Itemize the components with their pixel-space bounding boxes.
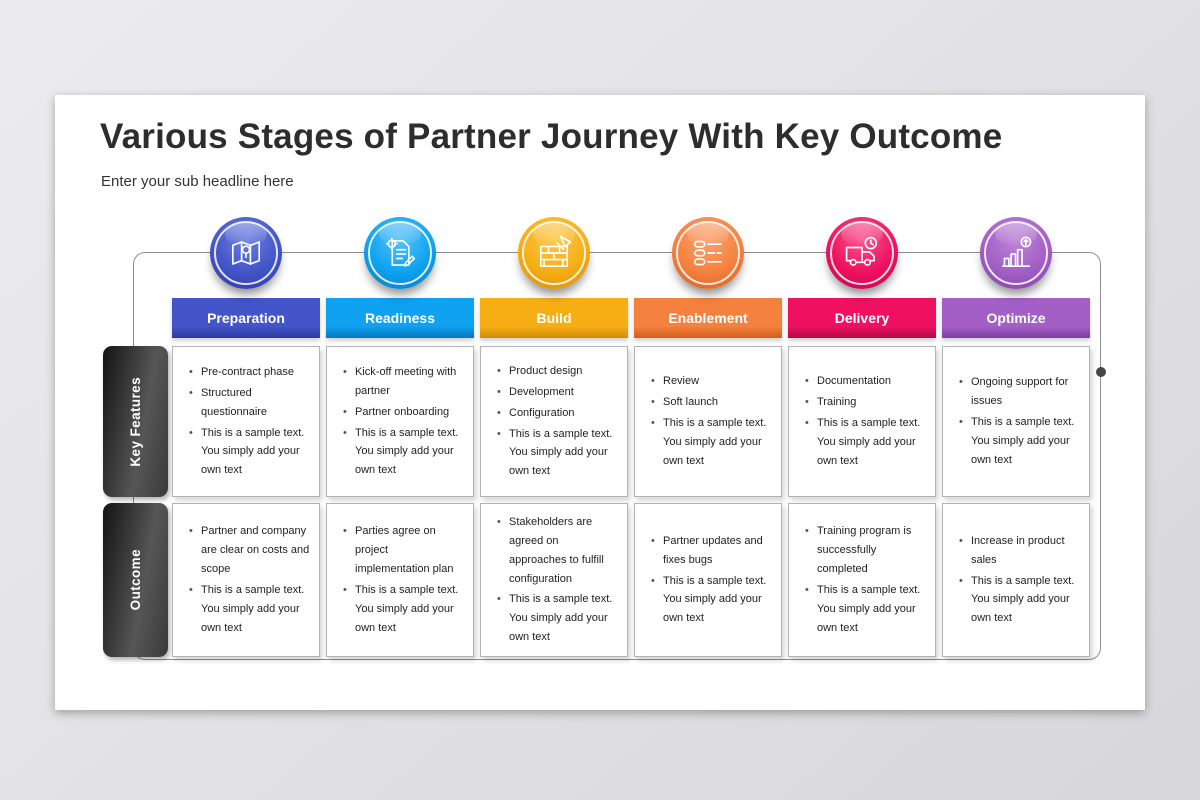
- sliders-list-icon: [686, 231, 730, 275]
- stage-features-cell: Kick-off meeting with partnerPartner onb…: [326, 346, 474, 497]
- stage-features-cell: ReviewSoft launchThis is a sample text. …: [634, 346, 782, 497]
- stage-icon-badge: [672, 217, 744, 289]
- outcome-item: Partner updates and fixes bugs: [651, 532, 773, 570]
- slide-canvas: Various Stages of Partner Journey With K…: [55, 95, 1145, 710]
- outcome-item: Parties agree on project implementation …: [343, 522, 465, 579]
- slide-title: Various Stages of Partner Journey With K…: [100, 117, 1003, 156]
- stage-outcome-cell: Stakeholders are agreed on approaches to…: [480, 503, 628, 657]
- feature-item: This is a sample text. You simply add yo…: [497, 425, 619, 482]
- feature-item: Product design: [497, 362, 619, 381]
- stage-header-label: Preparation: [207, 310, 285, 326]
- outcome-item: Training program is successfully complet…: [805, 522, 927, 579]
- stage-icon-badge: [210, 217, 282, 289]
- stage-outcome-cell: Partner updates and fixes bugsThis is a …: [634, 503, 782, 657]
- stage-header: Preparation: [172, 298, 320, 338]
- feature-item: This is a sample text. You simply add yo…: [651, 414, 773, 471]
- row-tab-key-features: Key Features: [103, 346, 168, 497]
- row-tab-key-features-label: Key Features: [128, 376, 143, 467]
- outcome-item: This is a sample text. You simply add yo…: [189, 581, 311, 638]
- stage-column: Delivery DocumentationTrainingThis is a …: [788, 217, 936, 657]
- stage-column: Preparation Pre-contract phaseStructured…: [172, 217, 320, 657]
- feature-item: Training: [805, 393, 927, 412]
- stage-column: Enablement ReviewSoft launchThis is a sa…: [634, 217, 782, 657]
- feature-item: Partner onboarding: [343, 403, 465, 422]
- row-tab-outcome: Outcome: [103, 503, 168, 657]
- stage-grid: Preparation Pre-contract phaseStructured…: [172, 217, 1090, 657]
- stage-outcome-cell: Increase in product salesThis is a sampl…: [942, 503, 1090, 657]
- map-pin-icon: [224, 231, 268, 275]
- stage-column: Optimize Ongoing support for issuesThis …: [942, 217, 1090, 657]
- stage-header-label: Enablement: [668, 310, 748, 326]
- stage-features-cell: Ongoing support for issuesThis is a samp…: [942, 346, 1090, 497]
- stage-outcome-cell: Partner and company are clear on costs a…: [172, 503, 320, 657]
- feature-item: This is a sample text. You simply add yo…: [959, 413, 1081, 470]
- stage-icon-badge: [826, 217, 898, 289]
- stage-icon-badge: [364, 217, 436, 289]
- outcome-item: This is a sample text. You simply add yo…: [343, 581, 465, 638]
- stage-outcome-cell: Parties agree on project implementation …: [326, 503, 474, 657]
- stage-header-label: Delivery: [834, 310, 890, 326]
- feature-item: Ongoing support for issues: [959, 373, 1081, 411]
- stage-header: Delivery: [788, 298, 936, 338]
- stage-features-cell: Pre-contract phaseStructured questionnai…: [172, 346, 320, 497]
- slide-subtitle: Enter your sub headline here: [101, 173, 294, 190]
- growth-chart-icon: [994, 231, 1038, 275]
- stage-features-cell: Product designDevelopmentConfigurationTh…: [480, 346, 628, 497]
- stage-header: Enablement: [634, 298, 782, 338]
- stage-icon-badge: [980, 217, 1052, 289]
- delivery-truck-clock-icon: [840, 231, 884, 275]
- stage-header: Readiness: [326, 298, 474, 338]
- feature-item: Documentation: [805, 372, 927, 391]
- feature-item: Configuration: [497, 404, 619, 423]
- outcome-item: Partner and company are clear on costs a…: [189, 522, 311, 579]
- outcome-item: This is a sample text. You simply add yo…: [959, 572, 1081, 629]
- outcome-item: Increase in product sales: [959, 532, 1081, 570]
- stage-outcome-cell: Training program is successfully complet…: [788, 503, 936, 657]
- feature-item: This is a sample text. You simply add yo…: [343, 424, 465, 481]
- row-tab-outcome-label: Outcome: [128, 549, 143, 611]
- feature-item: Soft launch: [651, 393, 773, 412]
- trowel-bricks-icon: [532, 231, 576, 275]
- feature-item: Structured questionnaire: [189, 384, 311, 422]
- document-gear-icon: [378, 231, 422, 275]
- outcome-item: This is a sample text. You simply add yo…: [497, 590, 619, 647]
- feature-item: Kick-off meeting with partner: [343, 363, 465, 401]
- feature-item: This is a sample text. You simply add yo…: [189, 424, 311, 481]
- outcome-item: This is a sample text. You simply add yo…: [651, 572, 773, 629]
- stage-column: Readiness Kick-off meeting with partnerP…: [326, 217, 474, 657]
- outcome-item: Stakeholders are agreed on approaches to…: [497, 513, 619, 589]
- feature-item: Pre-contract phase: [189, 363, 311, 382]
- stage-features-cell: DocumentationTrainingThis is a sample te…: [788, 346, 936, 497]
- connector-endpoint-dot: [1095, 367, 1106, 377]
- stage-header-label: Readiness: [364, 310, 436, 326]
- feature-item: This is a sample text. You simply add yo…: [805, 414, 927, 471]
- stage-header: Build: [480, 298, 628, 338]
- stage-icon-badge: [518, 217, 590, 289]
- stage-header: Optimize: [942, 298, 1090, 338]
- outcome-item: This is a sample text. You simply add yo…: [805, 581, 927, 638]
- feature-item: Review: [651, 372, 773, 391]
- feature-item: Development: [497, 383, 619, 402]
- stage-header-label: Build: [536, 310, 572, 326]
- stage-header-label: Optimize: [986, 310, 1046, 326]
- stage-column: Build Product designDevelopmentConfigura…: [480, 217, 628, 657]
